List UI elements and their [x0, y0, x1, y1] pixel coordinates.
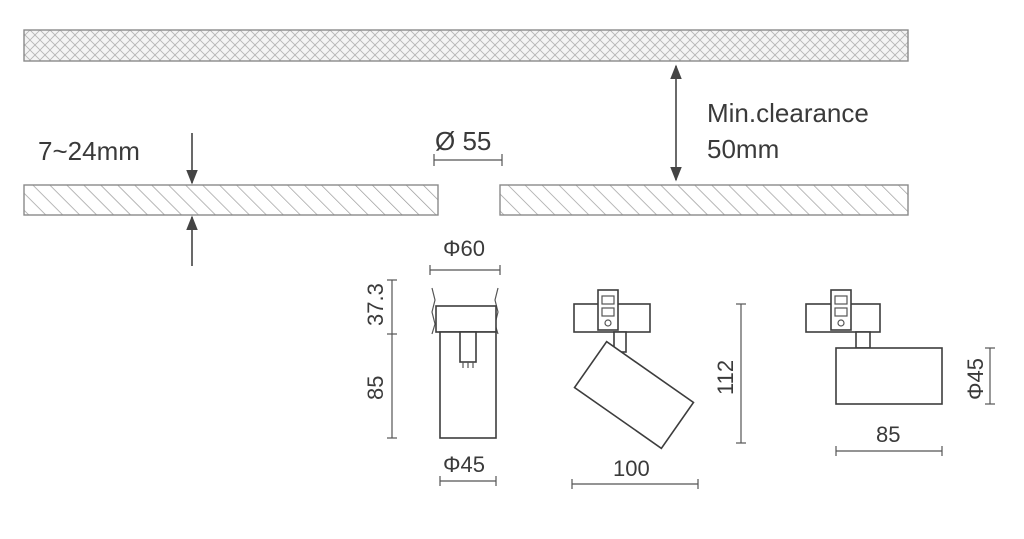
clearance-label-line2: 50mm: [707, 134, 779, 164]
front-collar: [435, 305, 497, 333]
board-thickness-label: 7~24mm: [38, 136, 140, 166]
clearance-label-line1: Min.clearance: [707, 98, 869, 128]
front-joint: [459, 331, 477, 363]
side-clip-housing: [830, 289, 852, 331]
side-clip-slot-1: [834, 295, 848, 305]
side-width-label: 85: [876, 422, 900, 447]
ceiling-board-right: [499, 184, 909, 216]
tilted-lamp-body: [573, 340, 695, 450]
side-view: Φ45 85: [805, 289, 995, 456]
tilted-clip-screw: [604, 319, 612, 327]
side-diameter-label: Φ45: [963, 358, 988, 400]
hole-diameter-label: Ø 55: [435, 126, 491, 156]
front-upper-height-label: 37.3: [363, 283, 388, 326]
upper-ceiling-slab: [23, 29, 909, 62]
tilted-view: 100 112: [571, 289, 746, 489]
tilted-clip-slot-2: [601, 307, 615, 317]
tilted-width-label: 100: [613, 456, 650, 481]
front-spring-clip-left: [431, 287, 436, 335]
side-clip-slot-2: [834, 307, 848, 317]
side-lamp-body: [835, 347, 943, 405]
front-top-diameter-label: Φ60: [443, 236, 485, 261]
front-view: Φ60 37.3 85 Φ45: [363, 236, 501, 486]
side-arm: [855, 331, 871, 349]
tilted-height-label: 112: [713, 360, 738, 395]
ceiling-board-left: [23, 184, 439, 216]
front-lower-height-label: 85: [363, 376, 388, 400]
front-bottom-diameter-label: Φ45: [443, 452, 485, 477]
tilted-clip-slot-1: [601, 295, 615, 305]
tilted-clip-housing: [597, 289, 619, 331]
side-clip-screw: [837, 319, 845, 327]
